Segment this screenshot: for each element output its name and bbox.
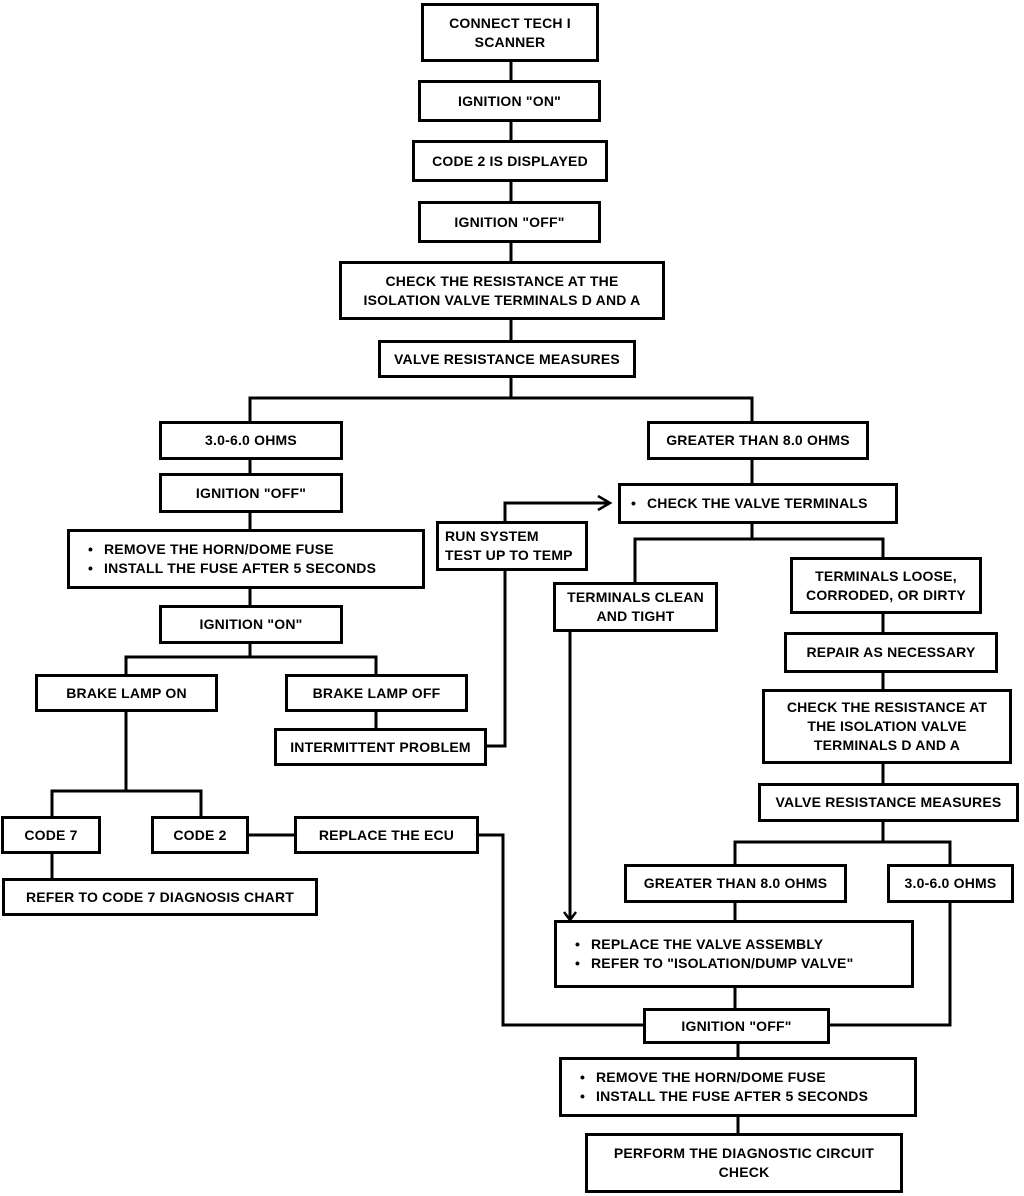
ignition-off-label-2: IGNITION "OFF" bbox=[195, 484, 307, 501]
check-valve-terminals-list: CHECK THE VALVE TERMINALS bbox=[631, 494, 868, 513]
ohms-low-box-2: 3.0-6.0 OHMS bbox=[887, 864, 1014, 903]
brake-lamp-off-label: BRAKE LAMP OFF bbox=[312, 684, 441, 701]
ohms-high-label-1: GREATER THAN 8.0 OHMS bbox=[666, 432, 850, 448]
intermittent-problem-label: INTERMITTENT PROBLEM bbox=[290, 738, 471, 755]
connect-scanner-box: CONNECT TECH I SCANNER bbox=[421, 3, 599, 62]
ohms-high-box-1: GREATER THAN 8.0 OHMS bbox=[647, 421, 869, 460]
check-resistance-label-1: CHECK THE RESISTANCE AT THE ISOLATION VA… bbox=[363, 272, 641, 308]
code2-displayed-box: CODE 2 IS DISPLAYED bbox=[412, 140, 608, 182]
ignition-off-box-3: IGNITION "OFF" bbox=[643, 1008, 830, 1044]
remove-fuse-box-2: REMOVE THE HORN/DOME FUSE INSTALL THE FU… bbox=[559, 1057, 917, 1117]
code7-label: CODE 7 bbox=[24, 826, 78, 843]
bullet-item: REPLACE THE VALVE ASSEMBLY bbox=[575, 935, 853, 954]
connect-scanner-label: CONNECT TECH I SCANNER bbox=[449, 14, 571, 50]
check-resistance-box-2: CHECK THE RESISTANCE AT THE ISOLATION VA… bbox=[762, 689, 1012, 764]
code7-box: CODE 7 bbox=[1, 816, 101, 854]
brake-lamp-off-box: BRAKE LAMP OFF bbox=[285, 674, 468, 712]
ignition-on-label-1: IGNITION "ON" bbox=[458, 92, 561, 109]
terminals-loose-box: TERMINALS LOOSE, CORRODED, OR DIRTY bbox=[790, 557, 982, 614]
ignition-off-label-3: IGNITION "OFF" bbox=[681, 1017, 792, 1034]
check-resistance-label-2: CHECK THE RESISTANCE AT THE ISOLATION VA… bbox=[786, 699, 988, 753]
ignition-off-box-1: IGNITION "OFF" bbox=[418, 201, 601, 243]
replace-valve-box: REPLACE THE VALVE ASSEMBLY REFER TO "ISO… bbox=[554, 920, 914, 988]
perform-check-label: PERFORM THE DIAGNOSTIC CIRCUIT CHECK bbox=[613, 1145, 875, 1180]
ohms-low-label-2: 3.0-6.0 OHMS bbox=[904, 875, 997, 891]
ignition-on-box-2: IGNITION "ON" bbox=[159, 605, 343, 644]
run-system-box: RUN SYSTEM TEST UP TO TEMP bbox=[436, 521, 588, 571]
brake-lamp-on-label: BRAKE LAMP ON bbox=[66, 684, 187, 701]
ohms-low-box-1: 3.0-6.0 OHMS bbox=[159, 421, 343, 460]
ohms-high-box-2: GREATER THAN 8.0 OHMS bbox=[624, 864, 847, 903]
intermittent-problem-box: INTERMITTENT PROBLEM bbox=[274, 728, 487, 766]
replace-valve-list: REPLACE THE VALVE ASSEMBLY REFER TO "ISO… bbox=[575, 935, 853, 973]
valve-measures-label-2: VALVE RESISTANCE MEASURES bbox=[775, 794, 1002, 810]
valve-measures-box-2: VALVE RESISTANCE MEASURES bbox=[758, 783, 1019, 822]
terminals-clean-box: TERMINALS CLEAN AND TIGHT bbox=[553, 582, 718, 632]
repair-box: REPAIR AS NECESSARY bbox=[784, 632, 998, 673]
brake-lamp-on-box: BRAKE LAMP ON bbox=[35, 674, 218, 712]
bullet-item: CHECK THE VALVE TERMINALS bbox=[631, 494, 868, 513]
check-resistance-box-1: CHECK THE RESISTANCE AT THE ISOLATION VA… bbox=[339, 261, 665, 320]
code2-displayed-label: CODE 2 IS DISPLAYED bbox=[432, 152, 588, 169]
ohms-high-label-2: GREATER THAN 8.0 OHMS bbox=[643, 875, 828, 891]
refer-code7-box: REFER TO CODE 7 DIAGNOSIS CHART bbox=[2, 878, 318, 916]
code2-label: CODE 2 bbox=[173, 826, 227, 843]
check-valve-terminals-box: CHECK THE VALVE TERMINALS bbox=[618, 483, 898, 524]
refer-code7-label: REFER TO CODE 7 DIAGNOSIS CHART bbox=[25, 888, 295, 905]
valve-measures-label-1: VALVE RESISTANCE MEASURES bbox=[394, 350, 620, 367]
ignition-off-label-1: IGNITION "OFF" bbox=[454, 213, 565, 230]
bullet-item: REMOVE THE HORN/DOME FUSE bbox=[580, 1068, 868, 1087]
remove-fuse-box-1: REMOVE THE HORN/DOME FUSE INSTALL THE FU… bbox=[67, 529, 425, 589]
bullet-item: INSTALL THE FUSE AFTER 5 SECONDS bbox=[88, 559, 376, 578]
ignition-on-label-2: IGNITION "ON" bbox=[199, 616, 303, 632]
code2-box: CODE 2 bbox=[151, 816, 249, 854]
valve-measures-box-1: VALVE RESISTANCE MEASURES bbox=[378, 340, 636, 378]
replace-ecu-label: REPLACE THE ECU bbox=[318, 826, 455, 843]
bullet-item: REFER TO "ISOLATION/DUMP VALVE" bbox=[575, 954, 853, 973]
ignition-off-box-2: IGNITION "OFF" bbox=[159, 473, 343, 513]
remove-fuse-list-2: REMOVE THE HORN/DOME FUSE INSTALL THE FU… bbox=[580, 1068, 868, 1106]
ohms-low-label-1: 3.0-6.0 OHMS bbox=[205, 432, 297, 448]
ignition-on-box-1: IGNITION "ON" bbox=[418, 80, 601, 122]
run-system-label: RUN SYSTEM TEST UP TO TEMP bbox=[445, 528, 573, 563]
repair-label: REPAIR AS NECESSARY bbox=[806, 644, 976, 660]
bullet-item: INSTALL THE FUSE AFTER 5 SECONDS bbox=[580, 1087, 868, 1106]
remove-fuse-list-1: REMOVE THE HORN/DOME FUSE INSTALL THE FU… bbox=[88, 540, 376, 578]
terminals-loose-label: TERMINALS LOOSE, CORRODED, OR DIRTY bbox=[806, 567, 966, 603]
replace-ecu-box: REPLACE THE ECU bbox=[294, 816, 479, 854]
perform-check-box: PERFORM THE DIAGNOSTIC CIRCUIT CHECK bbox=[585, 1133, 903, 1193]
bullet-item: REMOVE THE HORN/DOME FUSE bbox=[88, 540, 376, 559]
terminals-clean-label: TERMINALS CLEAN AND TIGHT bbox=[567, 589, 704, 624]
